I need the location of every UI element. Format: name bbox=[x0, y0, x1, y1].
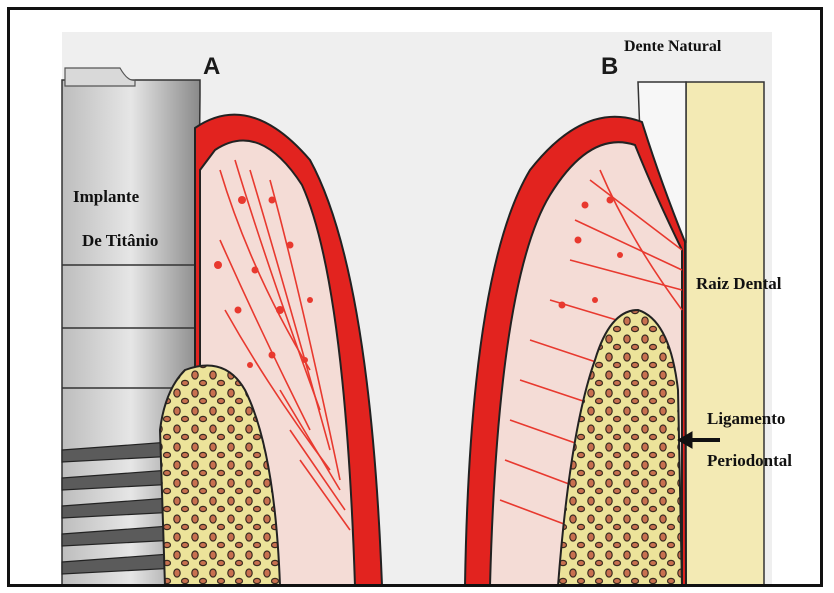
dental-root bbox=[686, 82, 764, 587]
label-ligament-line1: Ligamento bbox=[707, 410, 785, 429]
label-natural-tooth: Dente Natural bbox=[624, 38, 721, 56]
diagram-frame: A B Implante De Titânio Dente Natural Ra… bbox=[7, 7, 823, 587]
panel-b-letter: B bbox=[601, 53, 618, 81]
label-ligament-line2: Periodontal bbox=[707, 452, 792, 471]
panel-a-letter: A bbox=[203, 53, 220, 81]
label-implant-line2: De Titânio bbox=[82, 232, 158, 251]
diagram-canvas bbox=[10, 10, 823, 587]
label-root: Raiz Dental bbox=[696, 275, 781, 294]
label-implant-line1: Implante bbox=[73, 188, 139, 207]
